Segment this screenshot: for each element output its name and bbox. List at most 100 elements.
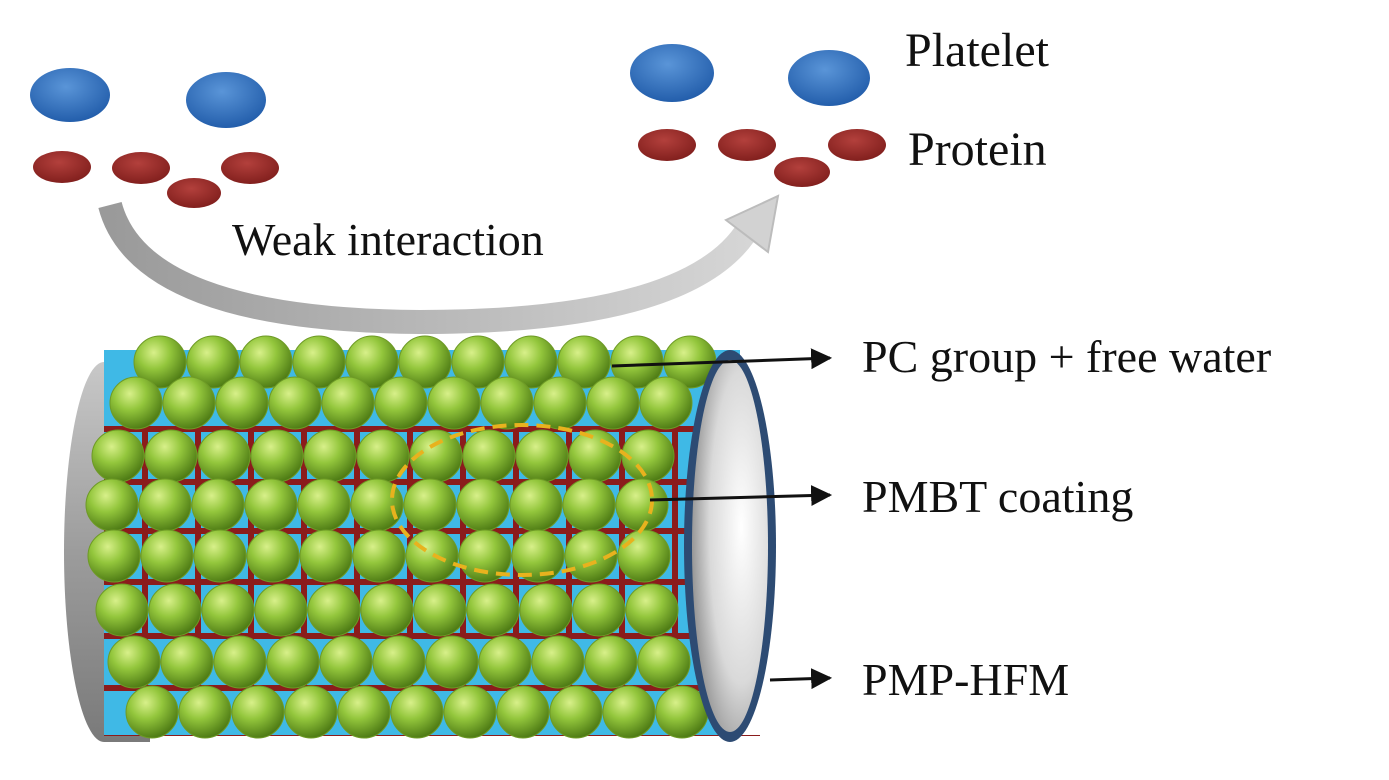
pc-bead (144, 429, 198, 483)
pc-bead (549, 685, 603, 739)
pc-bead (637, 635, 691, 689)
protein-shape (112, 152, 170, 184)
pc-bead (215, 376, 269, 430)
pc-bead (425, 635, 479, 689)
weak-interaction-arrow (98, 194, 780, 335)
pc-bead (398, 335, 452, 389)
protein-shape (718, 129, 776, 161)
pc-bead (586, 376, 640, 430)
pc-bead (458, 529, 512, 583)
pc-bead (511, 529, 565, 583)
pc-bead (615, 478, 669, 532)
pc-bead (160, 635, 214, 689)
pc-bead (403, 478, 457, 532)
protein-shape (167, 178, 221, 208)
pc-bead (254, 583, 308, 637)
pc-bead (564, 529, 618, 583)
pc-bead (107, 635, 161, 689)
pc-bead (87, 529, 141, 583)
platelet-shape (186, 72, 266, 128)
pc-bead (413, 583, 467, 637)
protein-shape (828, 129, 886, 161)
pc-bead (321, 376, 375, 430)
pc-bead (533, 376, 587, 430)
pc-bead (138, 478, 192, 532)
pc-bead (610, 335, 664, 389)
pc-bead (360, 583, 414, 637)
pc-bead (345, 335, 399, 389)
protein-shape (221, 152, 279, 184)
label-weak-interaction: Weak interaction (232, 214, 544, 265)
pc-bead (95, 583, 149, 637)
pc-bead (140, 529, 194, 583)
pc-bead (496, 685, 550, 739)
pc-bead (625, 583, 679, 637)
pc-bead (584, 635, 638, 689)
pc-bead (639, 376, 693, 430)
pc-bead (125, 685, 179, 739)
label-pmp-hfm: PMP-HFM (862, 654, 1069, 705)
pc-bead (85, 478, 139, 532)
label-platelet: Platelet (905, 24, 1050, 77)
pointer-pmbt (649, 485, 833, 507)
hollow-fiber-membrane (64, 335, 776, 742)
pc-bead (319, 635, 373, 689)
pc-bead (197, 429, 251, 483)
pc-bead (374, 376, 428, 430)
platelet-shape (788, 50, 870, 106)
pc-bead (572, 583, 626, 637)
platelet-shape (630, 44, 714, 102)
pc-bead (531, 635, 585, 689)
pc-bead (246, 529, 300, 583)
pc-bead (148, 583, 202, 637)
pc-bead (480, 376, 534, 430)
pc-bead (352, 529, 406, 583)
protein-shape (774, 157, 830, 187)
pc-bead (390, 685, 444, 739)
pc-bead (109, 376, 163, 430)
pc-bead (509, 478, 563, 532)
pc-bead (427, 376, 481, 430)
left-particle-group (30, 68, 279, 208)
pc-bead (456, 478, 510, 532)
pc-bead (602, 685, 656, 739)
pc-bead (186, 335, 240, 389)
pc-bead (562, 478, 616, 532)
pc-bead (515, 429, 569, 483)
pc-bead (231, 685, 285, 739)
pc-bead (239, 335, 293, 389)
pc-bead (133, 335, 187, 389)
pc-bead (372, 635, 426, 689)
pc-bead (244, 478, 298, 532)
pc-bead (466, 583, 520, 637)
pc-bead (162, 376, 216, 430)
pc-bead (193, 529, 247, 583)
label-protein: Protein (908, 123, 1047, 176)
pc-bead (405, 529, 459, 583)
pointer-pc-group (611, 348, 833, 370)
pc-bead (250, 429, 304, 483)
platelet-shape (30, 68, 110, 122)
pc-bead (284, 685, 338, 739)
pc-bead (191, 478, 245, 532)
pc-bead (337, 685, 391, 739)
pc-bead (201, 583, 255, 637)
tube-opening (692, 360, 768, 732)
pc-bead (266, 635, 320, 689)
pc-bead (303, 429, 357, 483)
pc-bead (307, 583, 361, 637)
pc-bead (478, 635, 532, 689)
pc-bead (443, 685, 497, 739)
pc-bead (213, 635, 267, 689)
pc-bead (299, 529, 353, 583)
pc-bead (568, 429, 622, 483)
pc-bead (504, 335, 558, 389)
protein-shape (33, 151, 91, 183)
pc-bead (617, 529, 671, 583)
right-particle-group (630, 44, 886, 187)
label-pc-group: PC group + free water (862, 331, 1271, 382)
label-pmbt-coating: PMBT coating (862, 471, 1133, 522)
pc-bead (462, 429, 516, 483)
pc-bead (451, 335, 505, 389)
